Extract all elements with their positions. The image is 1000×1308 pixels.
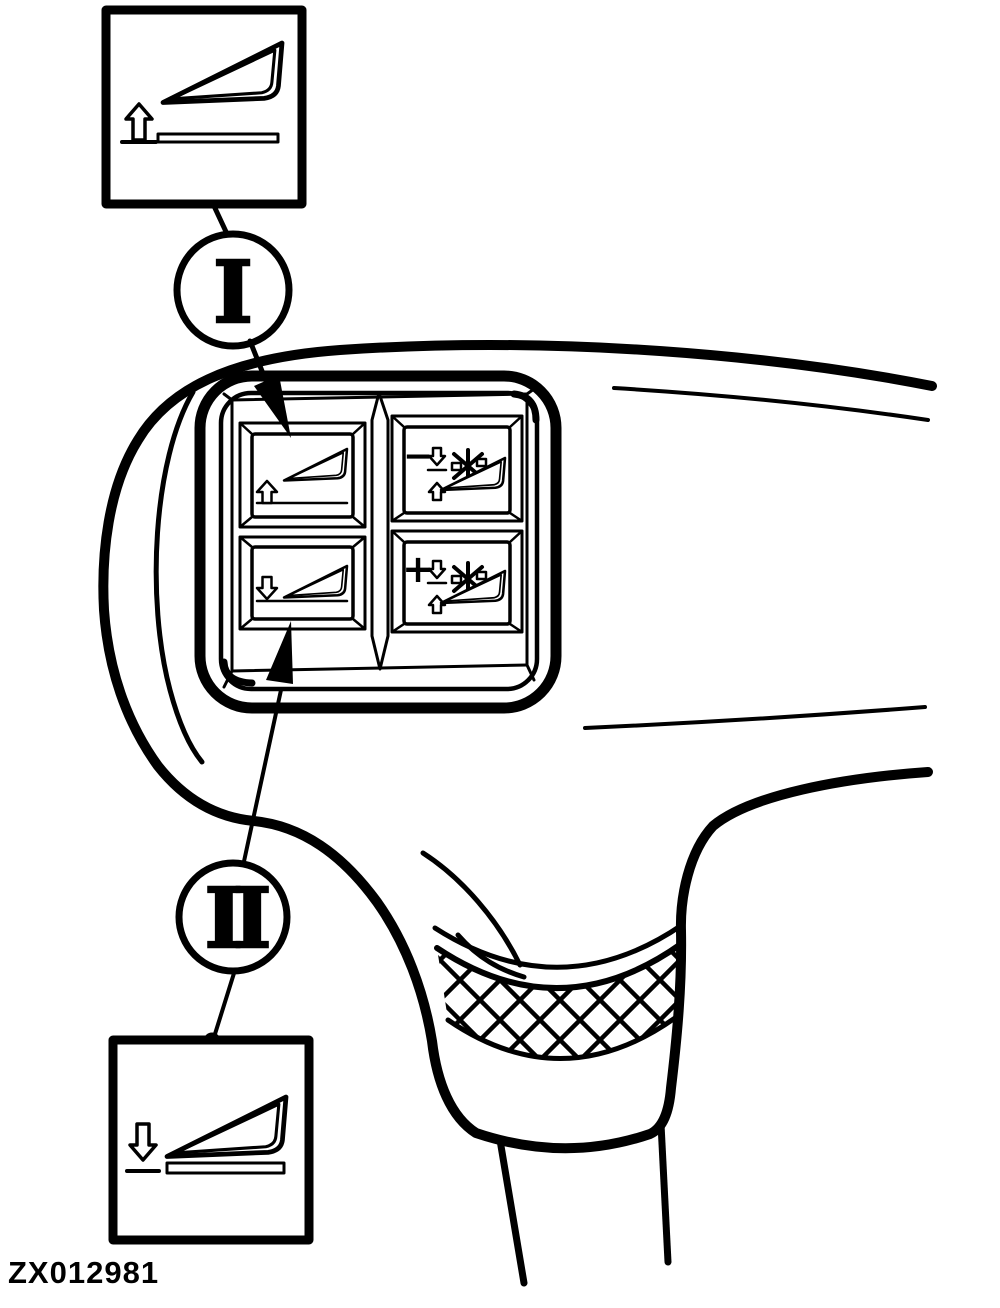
down-arrow-icon [427, 446, 447, 467]
raise-button [238, 421, 367, 529]
control-pad: − + [194, 370, 562, 714]
up-arrow-icon [427, 481, 447, 502]
up-arrow-icon [427, 594, 447, 615]
crosshatch-band [434, 941, 684, 1061]
arrow-to-lower-button [241, 621, 293, 868]
grip-top-inner-curve [455, 932, 527, 980]
lower-implement-icon [255, 564, 349, 603]
figure-code: ZX012981 [8, 1255, 160, 1290]
roman-numeral-one: I [213, 243, 253, 343]
grip-top-curve [420, 850, 523, 968]
armrest-lower-contour-line [583, 705, 927, 730]
up-arrow-icon [255, 479, 279, 505]
arrow-to-raise-button [247, 338, 291, 438]
down-arrow-icon [427, 559, 447, 580]
lower-implement-symbol [125, 1097, 286, 1175]
joystick-grip [420, 850, 685, 1287]
down-arrow-icon [128, 1122, 158, 1162]
callout-raise: I [101, 5, 307, 438]
callout-lower: II [108, 621, 314, 1245]
pad-corner-accent-bottom-left [220, 658, 256, 687]
raise-implement-icon [255, 447, 349, 505]
ground-bar [165, 1161, 286, 1175]
decrease-drop-rate-button: − [390, 414, 524, 523]
armrest-left-contour-line [153, 389, 205, 765]
lever-shaft-left [496, 1136, 528, 1287]
armrest-console [98, 340, 937, 1154]
ground-bar [156, 132, 280, 144]
callout-circle-one [173, 230, 293, 350]
leader-line [213, 968, 237, 1036]
decrease-drop-rate-icon: − [403, 436, 507, 502]
armrest-outline [98, 340, 937, 1154]
pad-center-divider [370, 391, 390, 671]
increase-drop-rate-button: + [390, 529, 524, 634]
lever-shaft-right [657, 1120, 672, 1266]
roman-numeral-two: II [205, 871, 268, 967]
increase-drop-rate-icon: + [402, 547, 507, 615]
down-arrow-icon [255, 575, 279, 601]
armrest-top-contour-line [612, 386, 930, 422]
raise-implement-symbol [120, 43, 282, 144]
lower-button [238, 535, 367, 631]
grip-rim-arc [432, 922, 685, 970]
